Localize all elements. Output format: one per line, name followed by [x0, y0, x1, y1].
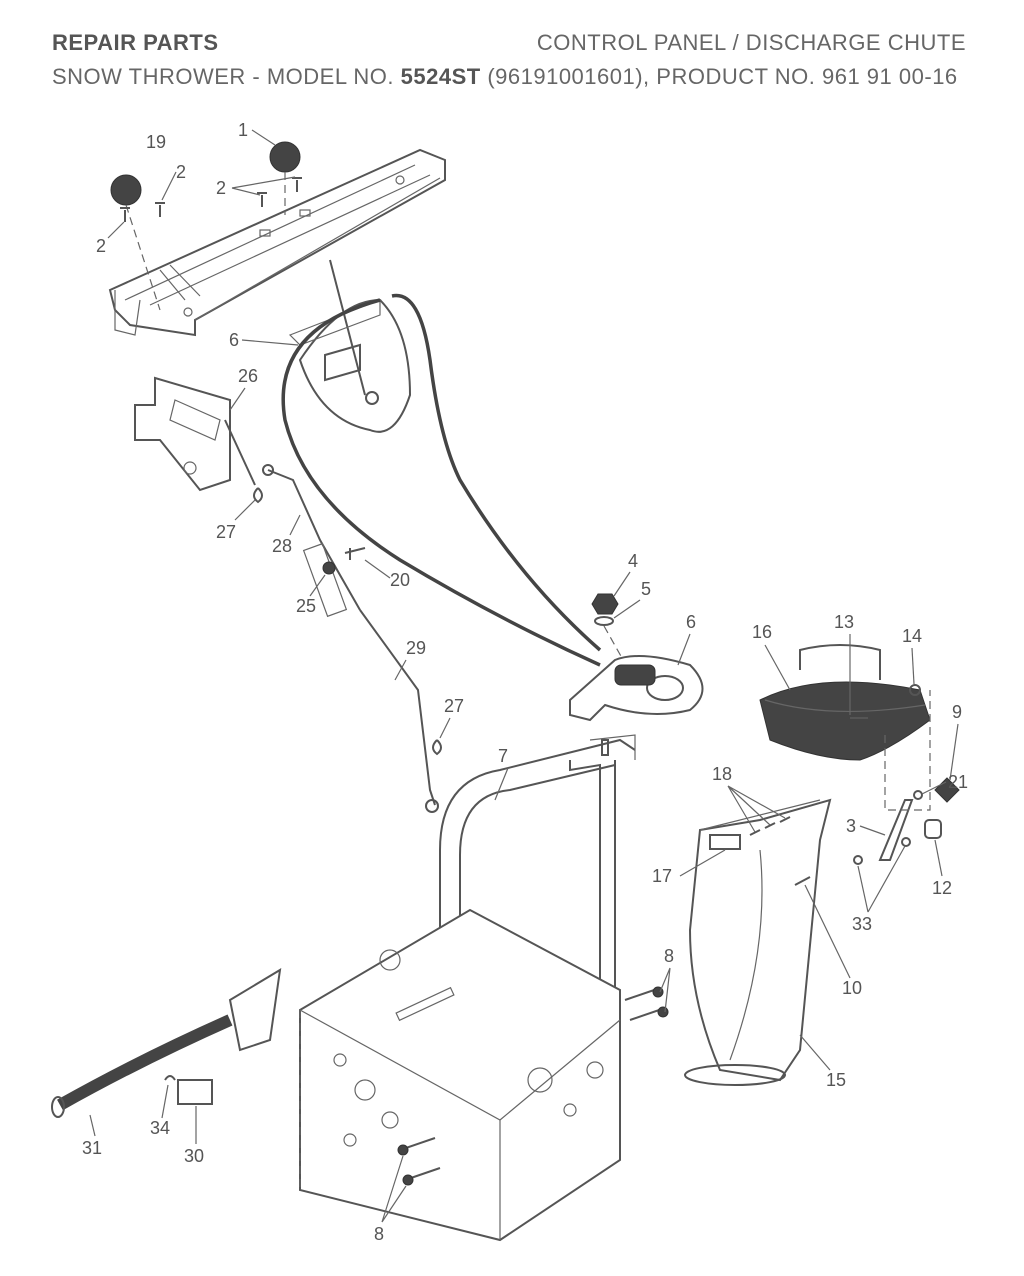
- cable-assembly-31: [51, 968, 282, 1118]
- callout-7: 7: [498, 746, 508, 766]
- model-line: SNOW THROWER - MODEL NO. 5524ST (9619100…: [52, 64, 958, 90]
- callout-28: 28: [272, 536, 292, 556]
- washer-21: [913, 790, 923, 800]
- model-number: 5524ST: [400, 64, 481, 89]
- switch-30: [177, 1079, 213, 1105]
- callout-8-lower: 8: [374, 1224, 384, 1244]
- knob-1: [269, 141, 301, 173]
- knob-19: [110, 174, 142, 206]
- screws-2: [120, 177, 302, 222]
- callout-9: 9: [952, 702, 962, 722]
- discharge-chute-15: [684, 798, 832, 1086]
- callout-20: 20: [390, 570, 410, 590]
- callout-labels: 1 19 2 2 2 6 26 27 28 20 25 29 27 4: [82, 120, 968, 1244]
- bushing-12: [924, 819, 942, 839]
- callout-33: 33: [852, 914, 872, 934]
- page-title: REPAIR PARTS: [52, 30, 219, 55]
- callout-26: 26: [238, 366, 258, 386]
- handle-frame-7: [439, 734, 636, 1130]
- screws-18: [749, 816, 791, 836]
- clip-34: [164, 1075, 176, 1081]
- washer-14: [909, 684, 921, 696]
- washer-5: [594, 616, 614, 626]
- bracket-17: [709, 834, 741, 850]
- callout-34: 34: [150, 1118, 170, 1138]
- callout-3: 3: [846, 816, 856, 836]
- lower-housing: [299, 908, 621, 1242]
- callout-2-a: 2: [96, 236, 106, 256]
- bracket-26: [134, 376, 256, 492]
- callout-12: 12: [932, 878, 952, 898]
- callout-16: 16: [752, 622, 772, 642]
- washer-33a: [853, 855, 863, 865]
- callout-17: 17: [652, 866, 672, 886]
- chute-cable: [281, 293, 602, 667]
- chute-control-6-top: [288, 259, 412, 433]
- callout-13: 13: [834, 612, 854, 632]
- bolts-8-upper: [624, 986, 669, 1021]
- callout-27-upper: 27: [216, 522, 236, 542]
- callout-6-lower: 6: [686, 612, 696, 632]
- clip-27-lower: [432, 739, 442, 756]
- clip-27-upper: [253, 487, 263, 504]
- callout-14: 14: [902, 626, 922, 646]
- nut-4: [591, 593, 619, 615]
- bolt-10: [794, 876, 811, 886]
- callout-8-upper: 8: [664, 946, 674, 966]
- section-title: CONTROL PANEL / DISCHARGE CHUTE: [536, 30, 966, 55]
- control-panel: [108, 148, 446, 337]
- deflector-16: [759, 644, 931, 761]
- washer-33b: [901, 837, 911, 847]
- callout-29: 29: [406, 638, 426, 658]
- rod-28-29: [262, 464, 439, 813]
- callout-19: 19: [146, 132, 166, 152]
- callout-31: 31: [82, 1138, 102, 1158]
- callout-4: 4: [628, 551, 638, 571]
- callout-2-c: 2: [216, 178, 226, 198]
- callout-30: 30: [184, 1146, 204, 1166]
- callout-5: 5: [641, 579, 651, 599]
- callout-18: 18: [712, 764, 732, 784]
- callout-1: 1: [238, 120, 248, 140]
- model-line-prefix: SNOW THROWER - MODEL NO.: [52, 64, 394, 89]
- bolt-20: [344, 547, 366, 560]
- callout-10: 10: [842, 978, 862, 998]
- model-line-suffix: (96191001601), PRODUCT NO. 961 91 00-16: [487, 64, 958, 89]
- callout-21: 21: [948, 772, 968, 792]
- callout-27-lower: 27: [444, 696, 464, 716]
- callout-25: 25: [296, 596, 316, 616]
- bolts-8-lower: [397, 1137, 441, 1186]
- callout-15: 15: [826, 1070, 846, 1090]
- lever-3: [878, 799, 914, 861]
- callout-2-b: 2: [176, 162, 186, 182]
- chute-control-6-lower: [569, 655, 704, 722]
- callout-6-top: 6: [229, 330, 239, 350]
